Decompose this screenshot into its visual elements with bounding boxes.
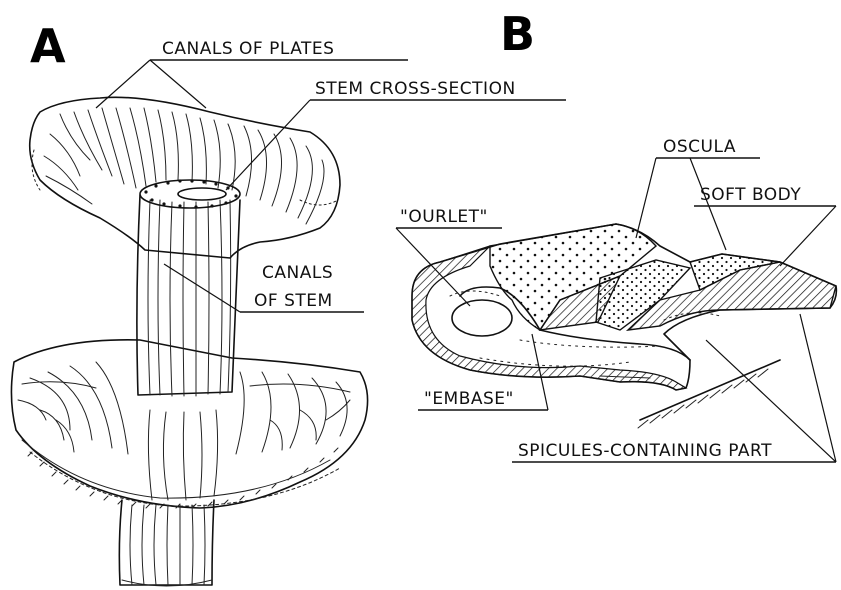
label-oscula-text: OSCULA — [663, 137, 736, 157]
label-canals-of-stem-line2: OF STEM — [254, 291, 333, 311]
label-spicules-text: SPICULES-CONTAINING PART — [518, 441, 772, 461]
label-canals-of-plates-text: CANALS OF PLATES — [162, 39, 334, 59]
lower-plate — [11, 340, 367, 508]
panel-a: A — [11, 19, 566, 586]
label-canals-of-stem-line1: CANALS — [262, 263, 333, 283]
panel-a-letter: A — [30, 19, 66, 73]
ourlet-shape — [452, 300, 512, 336]
label-canals-of-stem: CANALS OF STEM — [164, 263, 364, 312]
label-embase-text: "EMBASE" — [424, 389, 514, 409]
label-stem-cross-section: STEM CROSS-SECTION — [226, 79, 566, 190]
label-soft-body-text: SOFT BODY — [700, 185, 801, 205]
substrate — [638, 360, 780, 428]
panel-b: B OS — [396, 7, 836, 462]
label-soft-body: SOFT BODY — [694, 185, 836, 266]
panel-b-letter: B — [500, 7, 535, 61]
upper-plate — [30, 97, 340, 258]
label-ourlet-text: "OURLET" — [400, 207, 488, 227]
sponge-body — [412, 224, 836, 390]
label-stem-cross-section-text: STEM CROSS-SECTION — [315, 79, 516, 99]
